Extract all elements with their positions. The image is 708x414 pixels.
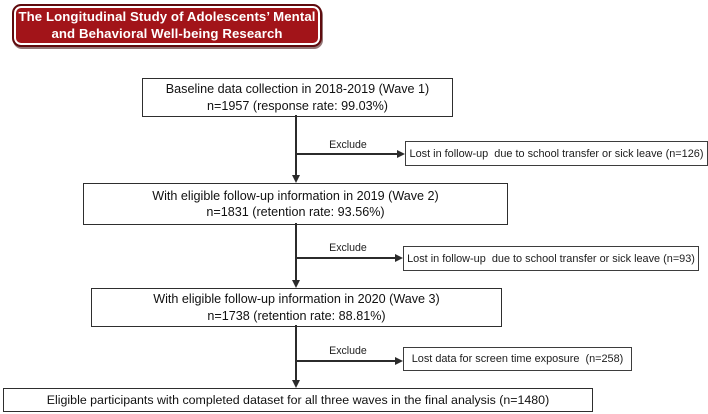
arrow-exclude1-line bbox=[296, 153, 397, 155]
wave2-line1: With eligible follow-up information in 2… bbox=[152, 188, 439, 203]
exclude1-text: Lost in follow-up due to school transfer… bbox=[409, 147, 704, 160]
box-exclude3: Lost data for screen time exposure (n=25… bbox=[403, 347, 632, 371]
banner-title-line1: The Longitudinal Study of Adolescents’ M… bbox=[18, 9, 316, 24]
box-wave2: With eligible follow-up information in 2… bbox=[83, 183, 508, 225]
wave1-line1: Baseline data collection in 2018-2019 (W… bbox=[165, 82, 430, 96]
arrow-exclude3-line bbox=[296, 360, 395, 362]
arrow-wave1-to-wave2-line bbox=[295, 115, 297, 176]
exclude2-text: Lost in follow-up due to school transfer… bbox=[407, 252, 695, 265]
exclude-label-2: Exclude bbox=[329, 242, 367, 254]
box-final-analysis: Eligible participants with completed dat… bbox=[3, 388, 593, 412]
exclude-label-3: Exclude bbox=[329, 345, 367, 357]
arrowhead-right-icon bbox=[395, 357, 403, 365]
arrowhead-right-icon bbox=[397, 150, 405, 158]
banner-title-line2: and Behavioral Well-being Research bbox=[51, 25, 283, 41]
arrowhead-down-icon bbox=[292, 280, 300, 288]
wave2-line2: n=1831 (retention rate: 93.56%) bbox=[206, 205, 385, 219]
wave3-line1: With eligible follow-up information in 2… bbox=[153, 292, 440, 306]
box-wave1: Baseline data collection in 2018-2019 (W… bbox=[142, 78, 453, 117]
box-wave3: With eligible follow-up information in 2… bbox=[91, 288, 502, 327]
arrow-wave2-to-wave3-line bbox=[295, 223, 297, 280]
wave3-line2: n=1738 (retention rate: 88.81%) bbox=[207, 308, 386, 323]
final-analysis-text: Eligible participants with completed dat… bbox=[46, 392, 550, 407]
exclude-label-1: Exclude bbox=[329, 139, 367, 151]
arrowhead-right-icon bbox=[395, 254, 403, 262]
arrowhead-down-icon bbox=[292, 380, 300, 388]
wave1-line2: n=1957 (response rate: 99.03%) bbox=[207, 98, 388, 113]
arrow-exclude2-line bbox=[296, 257, 395, 259]
arrow-wave3-to-final-line bbox=[295, 325, 297, 380]
arrowhead-down-icon bbox=[292, 175, 300, 183]
box-exclude1: Lost in follow-up due to school transfer… bbox=[405, 141, 708, 166]
study-title-banner: The Longitudinal Study of Adolescents’ M… bbox=[12, 4, 322, 47]
exclude3-text: Lost data for screen time exposure (n=25… bbox=[411, 353, 624, 365]
box-exclude2: Lost in follow-up due to school transfer… bbox=[403, 246, 699, 271]
